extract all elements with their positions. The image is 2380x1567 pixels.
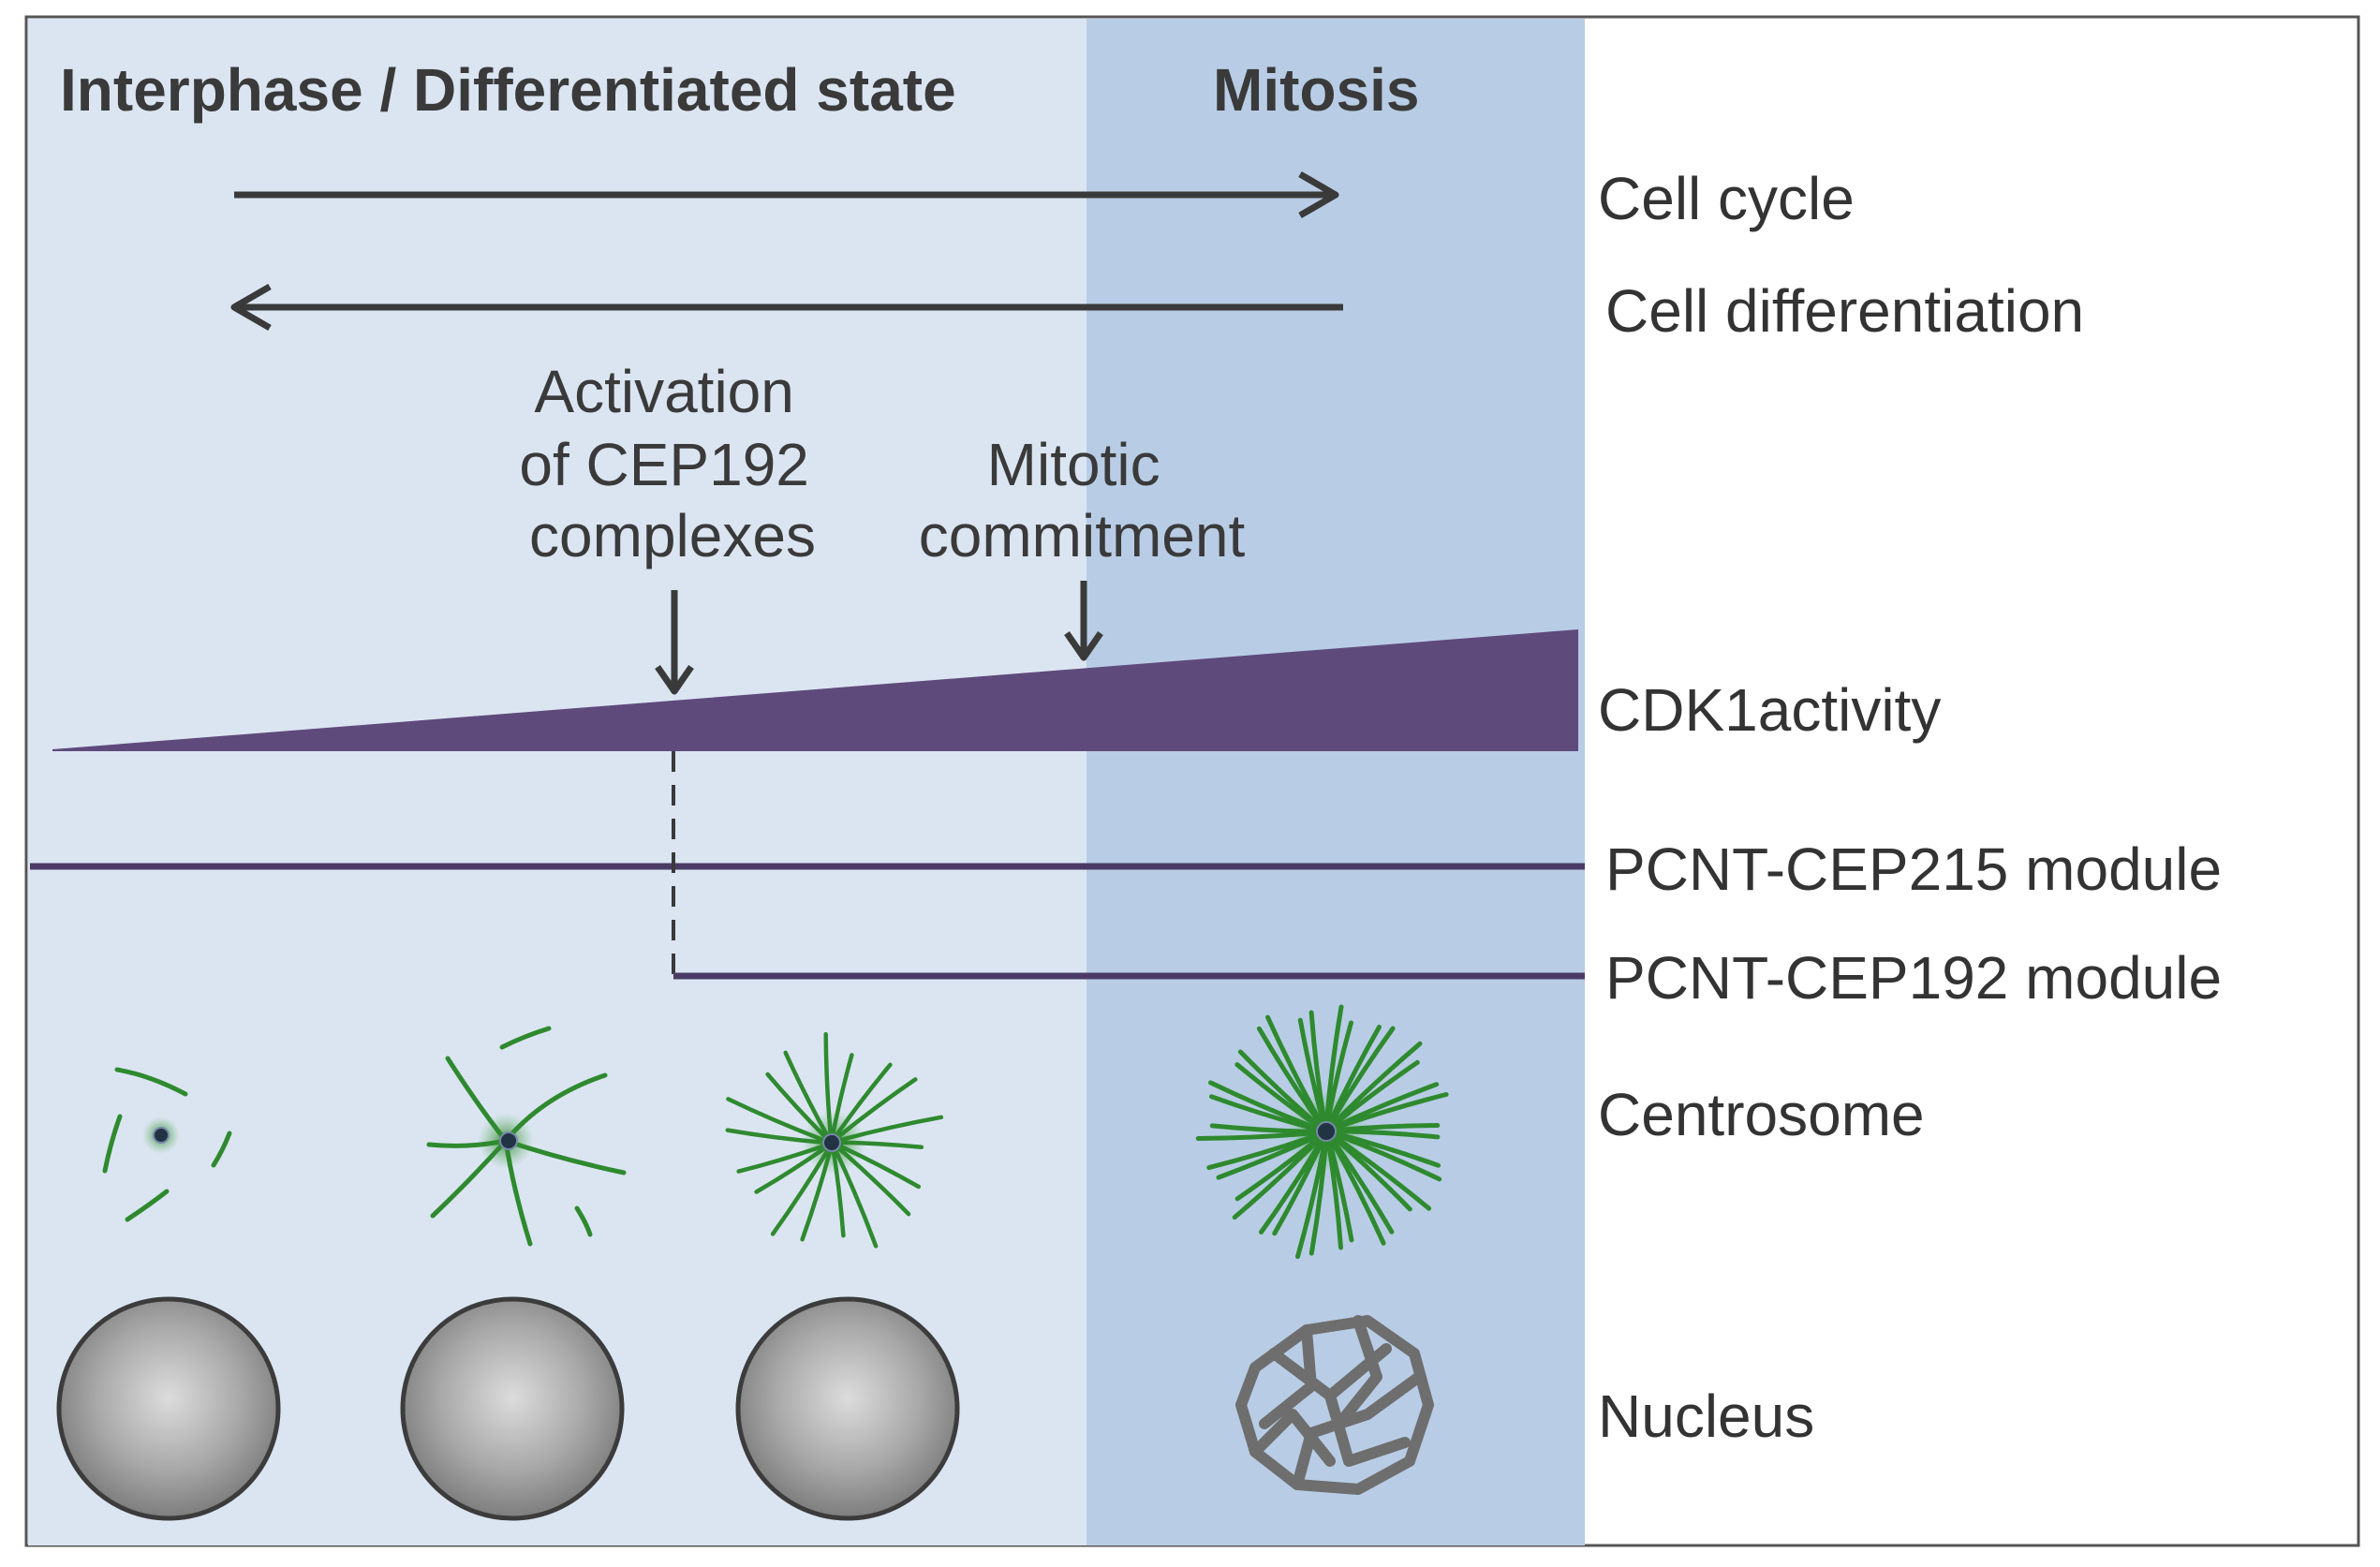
centrosome-label: Centrosome <box>1598 1081 1925 1148</box>
microtubule <box>726 1097 825 1143</box>
microtubule <box>1332 1135 1412 1212</box>
microtubule <box>836 1146 911 1217</box>
condensed-chromosomes <box>1235 1315 1434 1495</box>
microtubule <box>838 1144 922 1190</box>
microtubule <box>838 1115 944 1143</box>
microtubule <box>1208 1080 1319 1131</box>
microtubule <box>754 1146 827 1194</box>
activation-line-1: Activation <box>534 358 793 425</box>
microtubule <box>765 1072 827 1139</box>
centrosome-3[interactable] <box>725 1031 944 1249</box>
microtubule <box>838 1140 924 1150</box>
microtubule <box>1333 1134 1432 1211</box>
microtubule <box>1334 1092 1449 1131</box>
microtubule <box>1335 1123 1441 1132</box>
microtubule <box>1324 1004 1344 1123</box>
cell-cycle-arrow <box>234 170 1339 219</box>
microtubule <box>831 1149 846 1238</box>
activation-line-2: of CEP192 <box>519 431 809 498</box>
microtubule <box>1206 1132 1319 1171</box>
cdk1-activity-wedge <box>52 629 1578 751</box>
cell-cycle-label: Cell cycle <box>1598 165 1855 232</box>
centrosome-2 <box>426 1026 627 1247</box>
microtubule <box>836 1077 918 1139</box>
microtubule <box>1334 1132 1442 1182</box>
microtubule <box>1237 1049 1321 1128</box>
microtubule <box>736 1144 825 1174</box>
microtubule <box>1332 1059 1420 1127</box>
microtubule <box>1265 1014 1323 1125</box>
microtubule <box>800 1149 833 1242</box>
microtubule <box>1331 1041 1423 1126</box>
nucleus-3 <box>735 1296 960 1521</box>
interphase-panel <box>28 19 1087 1545</box>
microtubule <box>725 1128 825 1145</box>
microtubule <box>831 1053 854 1136</box>
commitment-annotation: Mitotic commitment <box>919 431 1246 569</box>
interphase-title: Interphase / Differentiated state <box>60 56 956 124</box>
cell-differentiation-arrow <box>230 283 1343 332</box>
microtubule <box>1195 1131 1318 1141</box>
microtubule <box>835 1062 893 1137</box>
centrosome-4 <box>1195 1004 1449 1260</box>
nucleus-2 <box>400 1296 625 1521</box>
pcnt-cep192-label: PCNT-CEP192 module <box>1605 944 2222 1012</box>
microtubule <box>1259 1139 1323 1234</box>
commitment-line-2: commitment <box>919 502 1246 569</box>
microtubule <box>770 1148 830 1236</box>
nucleus-1 <box>56 1296 281 1521</box>
microtubule <box>783 1050 829 1137</box>
centrosome-1 <box>102 1067 232 1222</box>
microtubule <box>1325 1140 1343 1250</box>
microtubule <box>1297 1017 1325 1124</box>
microtubule <box>1234 1136 1321 1202</box>
cell-differentiation-label: Cell differentiation <box>1605 277 2084 345</box>
microtubule <box>1209 1094 1318 1131</box>
cdk1-activity-label: CDK1activity <box>1598 676 1941 744</box>
microtubule <box>1216 1134 1319 1180</box>
microtubule <box>1209 1123 1318 1134</box>
microtubule <box>1295 1140 1327 1260</box>
microtubule <box>1308 1010 1327 1123</box>
microtubule <box>823 1031 833 1136</box>
microtubule <box>1334 1082 1440 1129</box>
microtubule <box>834 1148 879 1249</box>
commitment-down-arrow <box>1064 581 1103 661</box>
mitosis-panel <box>1087 19 1585 1545</box>
nucleus-label: Nucleus <box>1598 1382 1814 1450</box>
microtubule <box>1256 1026 1323 1125</box>
microtubule <box>1232 1137 1322 1220</box>
microtubule <box>1308 1140 1328 1256</box>
mitosis-title: Mitosis <box>1213 56 1419 124</box>
activation-down-arrow <box>655 590 694 695</box>
commitment-line-1: Mitotic <box>987 431 1160 498</box>
pcnt-cep215-label: PCNT-CEP215 module <box>1605 835 2222 903</box>
microtubule <box>1325 1020 1353 1123</box>
microtubule <box>1329 1138 1386 1246</box>
activation-line-3: complexes <box>529 502 816 569</box>
activation-annotation: Activation of CEP192 complexes <box>519 358 825 569</box>
microtubule <box>1329 1026 1396 1124</box>
